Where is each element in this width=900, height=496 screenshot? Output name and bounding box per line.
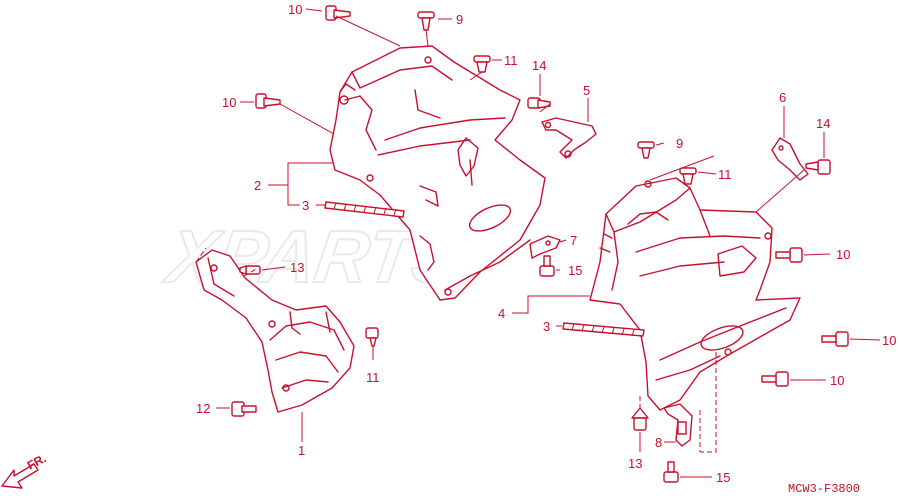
clip-11a [473,55,491,73]
rubber-strip-left [324,201,405,218]
bolt-14b [805,159,831,175]
callout-10: 10 [882,333,896,348]
callout-15: 15 [568,263,582,278]
callout-3: 3 [543,319,550,334]
screw-9b [637,141,655,159]
bolt-14a [527,97,551,109]
callout-14: 14 [816,116,830,131]
callout-9: 9 [456,12,463,27]
callout-11: 11 [718,167,732,182]
lower-inner-cover [195,249,355,413]
bolt-15b [663,461,679,483]
bolt-10a [325,5,351,21]
clip-13b [631,407,649,431]
callout-3: 3 [302,198,309,213]
callout-8: 8 [655,435,662,450]
callout-13: 13 [290,260,304,275]
callout-5: 5 [583,83,590,98]
bolt-12 [231,401,257,417]
bracket-5 [541,117,597,159]
callout-2: 2 [254,178,261,193]
bolt-10b [255,93,281,109]
callout-11: 11 [366,370,380,385]
callout-10: 10 [830,373,844,388]
callout-12: 12 [196,401,210,416]
bolt-15a [539,255,555,277]
callout-10: 10 [222,95,236,110]
callout-11: 11 [504,53,518,68]
right-middle-cowl [589,177,801,411]
callout-1: 1 [298,443,305,458]
callout-7: 7 [570,233,577,248]
bolt-10e [761,371,789,387]
bracket-7 [529,235,561,259]
leader-lines [216,8,881,478]
callout-15: 15 [716,470,730,485]
callout-10: 10 [288,2,302,17]
clip-13a [239,265,261,275]
diagram-code: MCW3-F3800 [788,482,860,496]
clip-11b [365,327,379,347]
fasteners [231,5,849,483]
clip-11c [679,167,697,185]
callout-6: 6 [779,90,786,105]
bolt-10c [775,247,803,263]
bracket-6 [771,137,809,181]
callout-10: 10 [836,247,850,262]
callout-13: 13 [628,456,642,471]
bolt-10d [821,331,849,347]
bracket-8 [663,403,693,447]
callout-labels: 10 9 11 14 5 10 2 3 7 15 13 11 12 1 9 11… [196,2,896,485]
callout-9: 9 [676,136,683,151]
callout-4: 4 [498,306,505,321]
left-middle-cowl [329,45,546,301]
callout-14: 14 [532,58,546,73]
dashed-lines [195,247,717,453]
screw-9a [417,11,435,31]
front-direction-arrow: FR. [1,451,48,489]
rubber-strip-right [562,322,645,337]
